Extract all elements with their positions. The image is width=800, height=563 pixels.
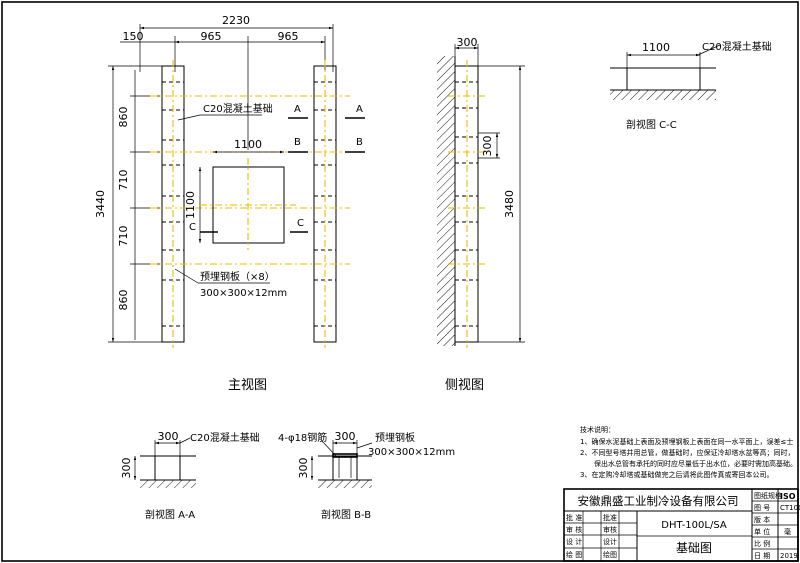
- tb-value-number: CT100: [780, 504, 800, 512]
- callout-embedded-plate: 预埋钢板（×8）: [200, 270, 275, 283]
- section-mark-b-left: B: [294, 137, 301, 148]
- title-block: 安徽鼎盛工业制冷设备有限公司 DHT-100L/SA 基础图 批 准 批准 审 …: [563, 488, 800, 562]
- callout-concrete-base: C20混凝土基础: [203, 102, 273, 115]
- dim-overall-width: 2230: [222, 14, 250, 27]
- dim-seg-top: 860: [117, 107, 130, 128]
- section-aa-title: 剖视图 A-A: [145, 508, 195, 521]
- tb-role-design: 设 计: [566, 537, 582, 546]
- tb-role-draw: 绘 图: [566, 550, 582, 559]
- company-name: 安徽鼎盛工业制冷设备有限公司: [578, 494, 739, 508]
- side-view-title: 侧视图: [445, 378, 484, 393]
- tb-sig-review: 审核: [603, 525, 617, 534]
- front-view: 2230 150 965 965 3440 860 710 710 860: [94, 14, 365, 393]
- dim-cc-width: 1100: [642, 41, 670, 54]
- tb-label-date: 日 期: [754, 552, 770, 560]
- dim-center-block-width: 1100: [234, 138, 262, 151]
- tb-value-spec: ISO: [780, 492, 796, 501]
- dim-half-span-right: 965: [278, 30, 299, 43]
- tb-sig-design: 设计: [603, 537, 617, 546]
- tb-sig-draw: 绘图: [603, 550, 617, 559]
- tb-label-scale: 比 例: [754, 539, 770, 548]
- callout-plate-size: 300×300×12mm: [200, 288, 287, 299]
- tb-role-approve: 批 准: [566, 513, 582, 522]
- section-aa: 300 C20混凝土基础 300 剖视图 A-A: [120, 430, 260, 521]
- technical-notes: 技术说明： 1、确保水泥基础上表面及预埋钢板上表面在同一水平面上，误差≤士 2、…: [580, 425, 797, 479]
- dim-overall-height: 3440: [94, 190, 107, 218]
- callout-bb-plate: 预埋钢板: [375, 431, 415, 444]
- drawing-name: 基础图: [676, 541, 712, 555]
- section-mark-b-right: B: [356, 137, 363, 148]
- dim-seg-mid1: 710: [117, 170, 130, 191]
- section-bb-title: 剖视图 B-B: [321, 508, 371, 521]
- tb-sig-approve: 批准: [603, 513, 617, 522]
- dim-side-height: 3480: [503, 190, 516, 218]
- dim-left-offset: 150: [123, 30, 144, 43]
- tb-role-review: 审 核: [566, 525, 582, 534]
- model-number: DHT-100L/SA: [661, 520, 727, 531]
- dim-aa-height: 300: [120, 458, 133, 479]
- section-mark-c-left: C: [189, 222, 196, 233]
- section-mark-a-left: A: [294, 104, 301, 115]
- tb-label-spec: 图纸规格: [754, 491, 782, 500]
- dim-aa-width: 300: [158, 430, 179, 443]
- side-view: 300 300 3480 侧视图: [437, 36, 525, 393]
- front-view-title: 主视图: [228, 378, 267, 393]
- tb-value-date: 2019: [780, 552, 798, 560]
- dim-half-span-left: 965: [201, 30, 222, 43]
- notes-line1: 1、确保水泥基础上表面及预埋钢板上表面在同一水平面上，误差≤士: [580, 437, 793, 446]
- callout-bb-plate-size: 300×300×12mm: [368, 447, 455, 458]
- dim-seg-bottom: 860: [117, 290, 130, 311]
- notes-heading: 技术说明：: [580, 425, 615, 434]
- section-mark-c-right: C: [297, 218, 304, 229]
- tb-label-number: 图 号: [754, 504, 770, 512]
- notes-line2: 2、不同型号塔并用总管，做基础时，应保证冷却塔水盆等高；同时，: [580, 448, 794, 457]
- section-mark-a-right: A: [356, 104, 363, 115]
- callout-rebar: 4-φ18钢筋: [278, 431, 327, 444]
- dim-side-width: 300: [457, 36, 478, 49]
- section-bb: 4-φ18钢筋 300 预埋钢板 300×300×12mm 300 剖视图 B-…: [278, 430, 455, 521]
- tb-value-unit: 毫: [784, 527, 791, 536]
- dim-bb-width: 300: [335, 430, 356, 443]
- notes-line4: 3、在定购冷却塔或基础做完之后请将此图传真或寄回本公司。: [580, 470, 773, 479]
- section-cc-title: 剖视图 C-C: [626, 118, 677, 131]
- callout-aa-concrete: C20混凝土基础: [190, 431, 260, 444]
- tb-label-unit: 单 位: [754, 527, 770, 536]
- dim-center-block-height: 1100: [184, 191, 197, 219]
- dim-bb-height: 300: [297, 458, 310, 479]
- callout-cc-concrete: C20混凝土基础: [702, 40, 772, 53]
- dim-side-plate: 300: [481, 136, 494, 157]
- section-cc: 1100 C20混凝土基础 剖视图 C-C: [610, 40, 772, 131]
- tb-label-version: 版 本: [754, 515, 770, 524]
- dim-seg-mid2: 710: [117, 226, 130, 247]
- notes-line3: 保出水总管有承托的同时应尽量低于出水位，必要时需加高基础。: [594, 459, 797, 468]
